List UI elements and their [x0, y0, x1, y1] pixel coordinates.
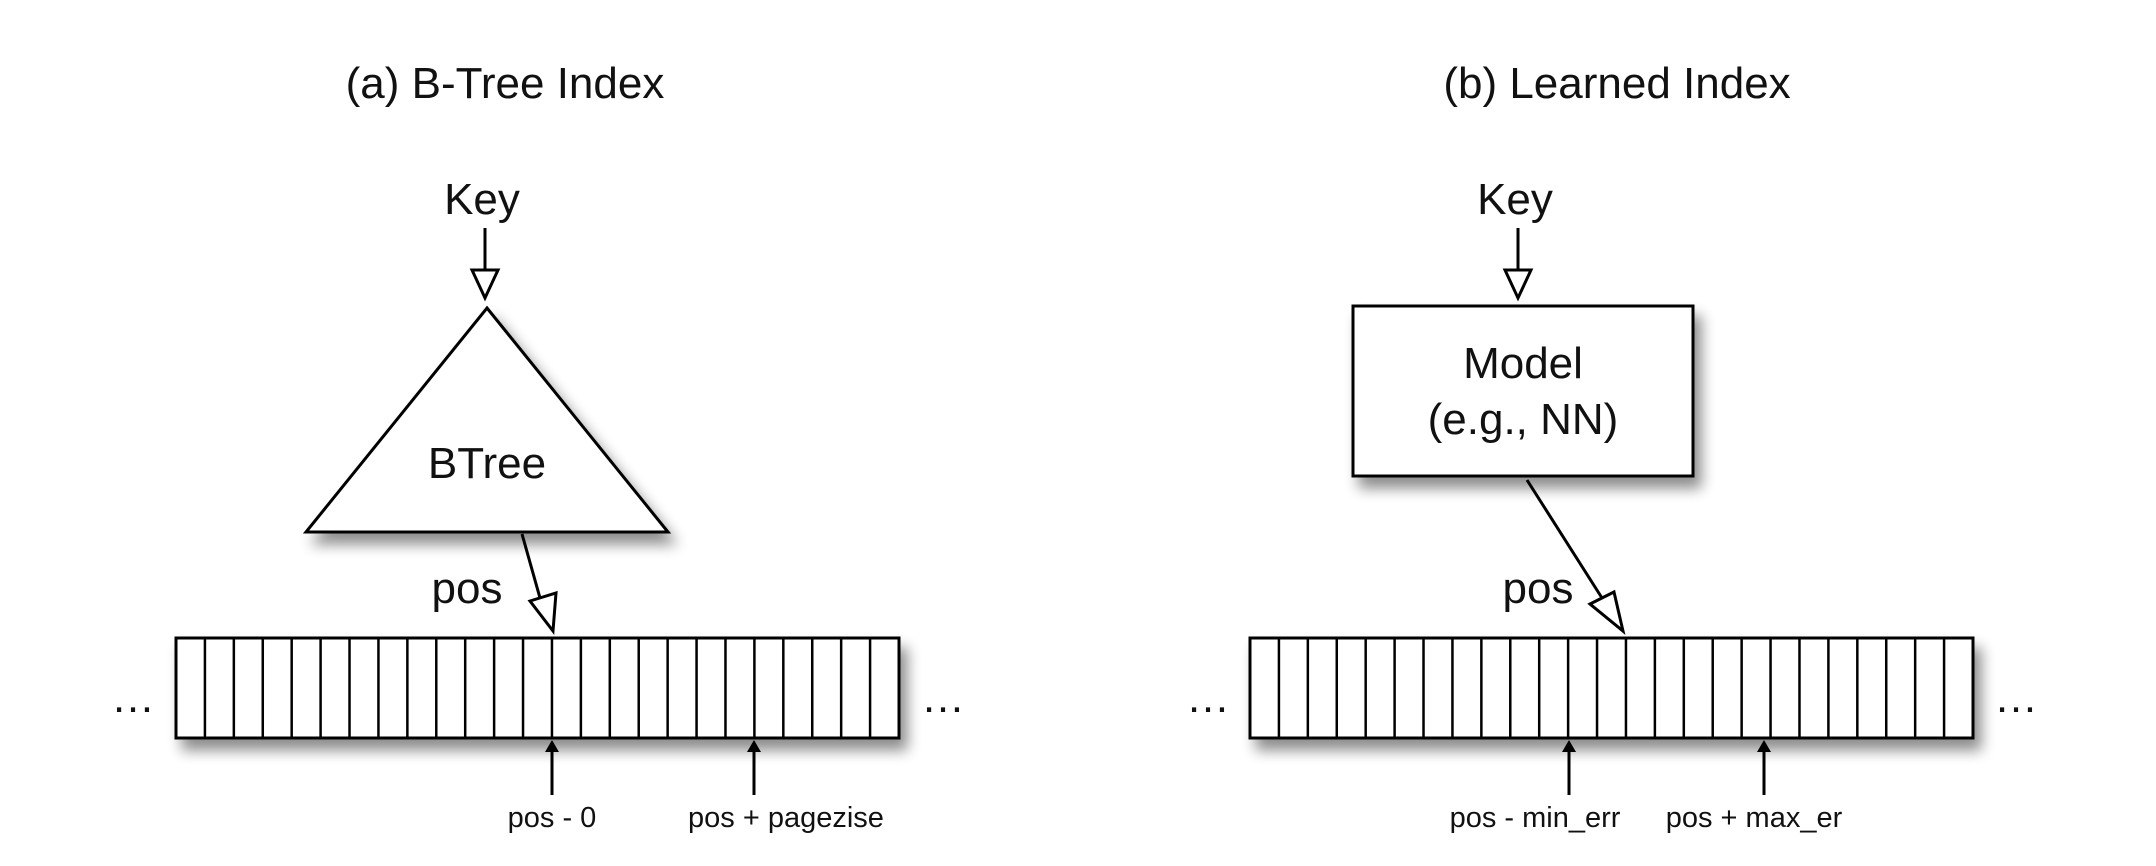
panel-a-array	[174, 636, 901, 740]
panel-a-high-label: pos + pagezise	[688, 802, 884, 834]
panel-b-array-cells	[1277, 638, 1946, 738]
model-label-line1: Model	[1463, 339, 1583, 388]
panel-a-key-arrow	[469, 228, 501, 302]
panel-b-low-label: pos - min_err	[1450, 802, 1621, 834]
panel-b-high-label: pos + max_er	[1666, 802, 1843, 834]
panel-a-pos-arrow	[520, 533, 558, 636]
panel-a-ellipsis-left: …	[111, 673, 157, 722]
panel-a-array-cells	[203, 638, 872, 738]
panel-a-btree: (a) B-Tree Index Key BTree pos … … pos -…	[111, 59, 967, 834]
panel-b-pos-label: pos	[1503, 564, 1574, 613]
panel-a-ellipsis-right: …	[921, 673, 967, 722]
panel-a-low-marker	[545, 740, 559, 795]
panel-b-high-marker	[1757, 740, 1771, 795]
btree-triangle	[302, 305, 672, 534]
panel-a-low-label: pos - 0	[508, 802, 597, 834]
panel-b-ellipsis-left: …	[1186, 673, 1232, 722]
panel-b-pos-arrow	[1525, 479, 1626, 635]
panel-b-key-label: Key	[1477, 175, 1553, 224]
model-box	[1351, 304, 1695, 478]
model-label-line2: (e.g., NN)	[1428, 395, 1619, 444]
panel-a-title: (a) B-Tree Index	[346, 59, 665, 108]
panel-b-key-arrow	[1502, 228, 1534, 302]
btree-label: BTree	[428, 439, 546, 488]
panel-b-ellipsis-right: …	[1994, 673, 2040, 722]
panel-b-array	[1248, 636, 1975, 740]
panel-a-key-label: Key	[444, 175, 520, 224]
panel-b-learned: (b) Learned Index Key Model (e.g., NN) p…	[1186, 59, 2040, 834]
panel-b-low-marker	[1562, 740, 1576, 795]
panel-a-pos-label: pos	[432, 564, 503, 613]
panel-b-title: (b) Learned Index	[1443, 59, 1790, 108]
panel-a-high-marker	[747, 740, 761, 795]
